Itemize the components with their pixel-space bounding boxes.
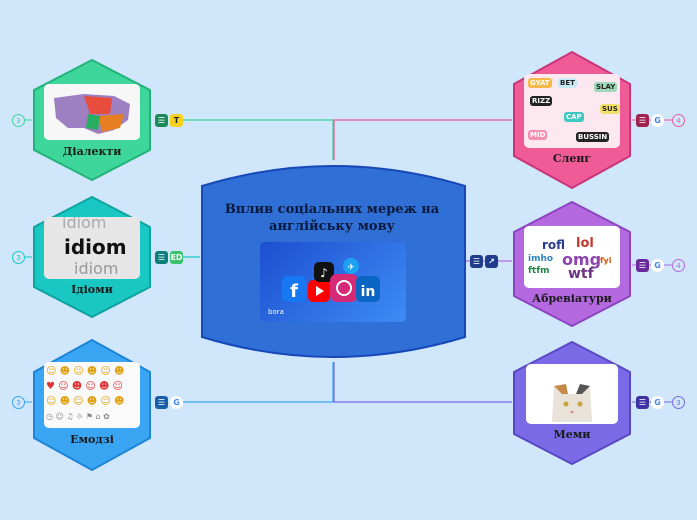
slang-word: BUSSIN: [576, 132, 610, 142]
external-link-icon[interactable]: ↗: [485, 255, 498, 268]
idiom-word-3: idiom: [74, 259, 119, 278]
list-icon[interactable]: ☰: [155, 251, 168, 264]
idiom-word-1: idiom: [62, 217, 107, 232]
list-icon[interactable]: ☰: [636, 396, 649, 409]
abbreviations-icons: ☰ G: [636, 259, 664, 272]
node-slang[interactable]: GYAT RIZZ MID SLAY CAP BET SUS BUSSIN Сл…: [512, 50, 632, 190]
slang-word: BET: [558, 78, 577, 88]
list-icon[interactable]: ☰: [636, 114, 649, 127]
node-slang-label: Сленг: [552, 152, 592, 165]
node-memes-label: Меми: [553, 428, 591, 441]
node-dialects-label: Діалекти: [62, 145, 122, 158]
ed-icon[interactable]: ED: [170, 251, 183, 264]
node-abbreviations[interactable]: rofl lol omg wtf imho ftfm fyi Абревіату…: [512, 200, 632, 328]
google-icon[interactable]: G: [651, 259, 664, 272]
node-emoji-label: Емодзі: [70, 433, 114, 446]
slang-word: RIZZ: [530, 96, 553, 106]
image-caption: bora: [268, 308, 284, 316]
abbr-word: wtf: [568, 266, 594, 282]
slang-word: SLAY: [594, 82, 618, 92]
node-emoji[interactable]: ☺ ☻ ☺ ☻ ☺ ☻ ♥ ☺ ☻ ☺ ☻ ☺ ☺ ☻ ☺ ☻ ☺ ☻ ◷ ☺ …: [32, 338, 152, 472]
dialects-map-image: [44, 84, 140, 140]
svg-text:♪: ♪: [320, 266, 328, 280]
svg-text:f: f: [290, 281, 298, 302]
dialects-icons: ☰ T: [155, 114, 183, 127]
node-memes[interactable]: Меми: [512, 340, 632, 466]
meme-cat-image: [526, 364, 618, 424]
abbr-word: ftfm: [528, 266, 550, 276]
idioms-image: idiom idiom idiom: [44, 217, 140, 279]
collapse-badge-abbreviations[interactable]: 4: [672, 259, 685, 272]
svg-text:✈: ✈: [347, 263, 355, 273]
collapse-badge-dialects[interactable]: 3: [12, 114, 25, 127]
social-media-image: f ♪ in ✈ bora: [260, 242, 406, 322]
central-topic-icons: ☰ ↗: [470, 255, 498, 268]
abbr-word: rofl: [542, 238, 566, 252]
list-icon[interactable]: ☰: [636, 259, 649, 272]
memes-icons: ☰ G: [636, 396, 664, 409]
slang-icons: ☰ G: [636, 114, 664, 127]
list-icon[interactable]: ☰: [155, 114, 168, 127]
slang-word: SUS: [600, 104, 620, 114]
idioms-icons: ☰ ED: [155, 251, 183, 264]
abbr-word: omg: [562, 250, 602, 269]
idiom-word-2: idiom: [64, 235, 127, 259]
node-abbreviations-label: Абревіатури: [532, 292, 612, 305]
slang-image: GYAT RIZZ MID SLAY CAP BET SUS BUSSIN: [524, 74, 620, 148]
node-idioms-label: Ідіоми: [71, 283, 113, 296]
abbr-word: imho: [528, 254, 554, 264]
emoji-keyboard-image: ☺ ☻ ☺ ☻ ☺ ☻ ♥ ☺ ☻ ☺ ☻ ☺ ☺ ☻ ☺ ☻ ☺ ☻ ◷ ☺ …: [44, 362, 140, 428]
google-icon[interactable]: G: [651, 396, 664, 409]
abbr-word: fyi: [600, 256, 612, 265]
node-idioms[interactable]: idiom idiom idiom Ідіоми: [32, 195, 152, 319]
node-dialects[interactable]: Діалекти: [32, 58, 152, 182]
slang-word: MID: [528, 130, 548, 140]
abbreviations-wordcloud-image: rofl lol omg wtf imho ftfm fyi: [524, 226, 620, 288]
slang-word: GYAT: [528, 78, 552, 88]
collapse-badge-emoji[interactable]: 3: [12, 396, 25, 409]
abbr-word: lol: [576, 236, 594, 251]
text-icon[interactable]: T: [170, 114, 183, 127]
slang-word: CAP: [564, 112, 584, 122]
list-icon[interactable]: ☰: [470, 255, 483, 268]
list-icon[interactable]: ☰: [155, 396, 168, 409]
emoji-icons: ☰ G: [155, 396, 183, 409]
collapse-badge-slang[interactable]: 4: [672, 114, 685, 127]
google-icon[interactable]: G: [170, 396, 183, 409]
collapse-badge-idioms[interactable]: 3: [12, 251, 25, 264]
google-icon[interactable]: G: [651, 114, 664, 127]
collapse-badge-memes[interactable]: 3: [672, 396, 685, 409]
svg-text:in: in: [361, 284, 376, 300]
central-topic-title: Вплив соціальних мереж на англійську мов…: [224, 202, 440, 234]
